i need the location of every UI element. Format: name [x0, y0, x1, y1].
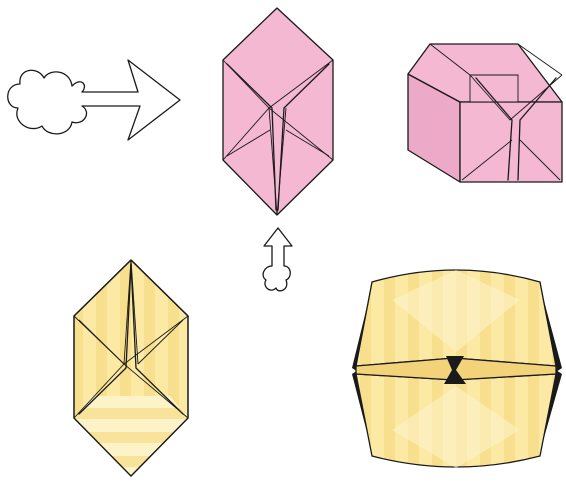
yellow-diamond-model — [74, 260, 188, 476]
push-arrow-icon — [263, 228, 292, 291]
pink-box-model — [408, 44, 562, 182]
pink-diamond-model — [223, 8, 333, 215]
inflate-arrow-icon — [8, 60, 180, 140]
yellow-lantern-model — [352, 270, 562, 468]
